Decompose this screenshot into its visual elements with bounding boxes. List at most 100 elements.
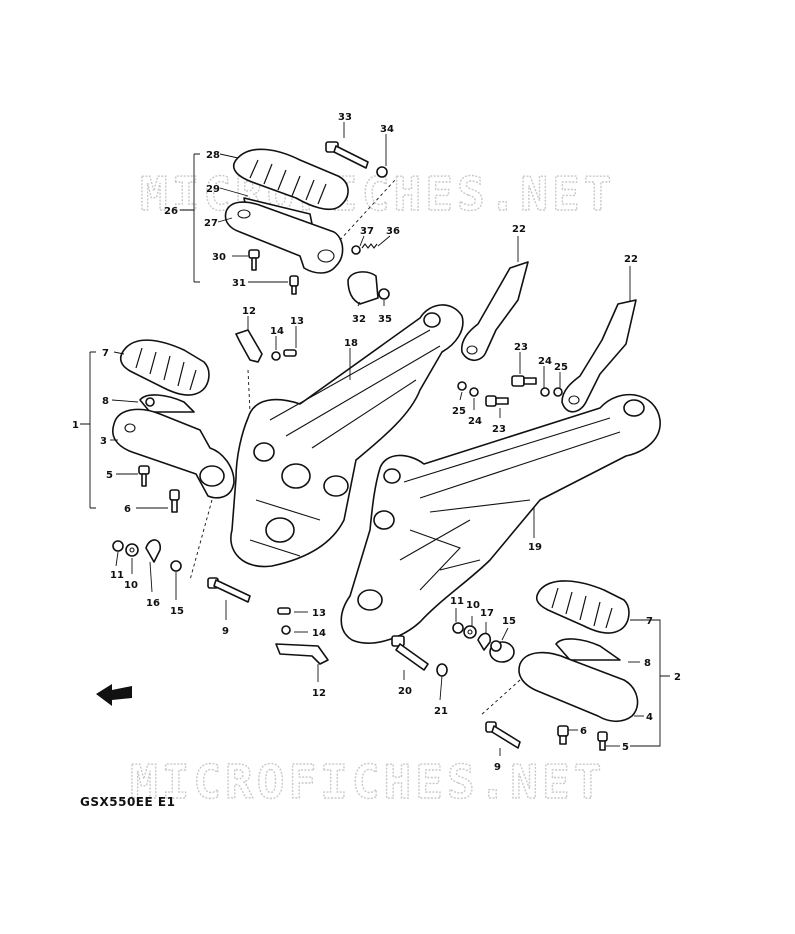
hanger-22-right	[561, 299, 637, 413]
footrest-rubber-28	[232, 148, 349, 211]
bolt-30	[248, 249, 260, 271]
bolt-5	[138, 465, 150, 487]
label-6-right: 6	[580, 726, 587, 737]
label-3: 3	[100, 436, 107, 447]
label-13-top: 13	[290, 316, 304, 327]
ball-15-right	[490, 640, 502, 652]
model-code: GSX550EE E1	[80, 795, 175, 809]
assembly-line-top	[339, 179, 396, 241]
label-35: 35	[378, 314, 392, 325]
washer-24-a	[540, 387, 550, 397]
label-18: 18	[344, 338, 358, 349]
washer-11-left	[112, 540, 124, 552]
footrest-bracket-19	[340, 393, 661, 644]
label-9-right: 9	[494, 762, 501, 773]
bolt-6	[169, 489, 180, 513]
label-26: 26	[164, 206, 178, 217]
washer-25-b	[457, 381, 467, 391]
cap-21	[436, 663, 448, 677]
label-34: 34	[380, 124, 394, 135]
washer-10-left	[125, 543, 139, 557]
bolt-20	[391, 635, 429, 671]
label-27: 27	[204, 218, 218, 229]
washer-14-top	[271, 351, 281, 361]
bolt-23-a	[511, 375, 537, 387]
label-7-left: 7	[102, 348, 109, 359]
label-11-right: 11	[450, 596, 464, 607]
label-5-right: 5	[622, 742, 629, 753]
label-12-bottom: 12	[312, 688, 326, 699]
label-32: 32	[352, 314, 366, 325]
bolt-33	[325, 141, 369, 169]
pin-9-left	[207, 577, 251, 603]
footrest-bracket-3	[112, 408, 235, 499]
watermark-bottom: MICROFICHES.NET	[130, 755, 605, 809]
bolt-31	[289, 275, 299, 295]
assembly-line-right	[479, 679, 521, 717]
label-30: 30	[212, 252, 226, 263]
footrest-plate-8	[139, 394, 195, 413]
label-1: 1	[72, 420, 79, 431]
washer-11-right	[452, 622, 464, 634]
label-20: 20	[398, 686, 412, 697]
assembly-line-left	[189, 499, 213, 581]
bolt-13-bottom	[277, 607, 291, 615]
footrest-bracket-27	[224, 201, 344, 274]
pin-9-right	[485, 721, 521, 749]
washer-24-b	[469, 387, 479, 397]
hanger-22-left	[460, 261, 529, 362]
label-5-left: 5	[106, 470, 113, 481]
label-12-top: 12	[242, 306, 256, 317]
label-13-bottom: 13	[312, 608, 326, 619]
footrest-rubber-7-right	[535, 580, 630, 634]
ball-15-left	[170, 560, 182, 572]
front-arrow-icon	[96, 684, 132, 706]
label-9-left: 9	[222, 626, 229, 637]
label-25-a: 25	[554, 362, 568, 373]
bolt-6-right	[557, 725, 569, 745]
label-8-left: 8	[102, 396, 109, 407]
label-28: 28	[206, 150, 220, 161]
label-23-b: 23	[492, 424, 506, 435]
label-10-right: 10	[466, 600, 480, 611]
label-17: 17	[480, 608, 494, 619]
assembly-line-12	[247, 369, 251, 413]
label-29: 29	[206, 184, 220, 195]
label-8-right: 8	[644, 658, 651, 669]
label-33: 33	[338, 112, 352, 123]
label-layer: 33 34 28 29 26 27 37 36 30 31 32 35 22 2…	[72, 112, 681, 773]
watermark-top: MICROFICHES.NET	[140, 167, 615, 221]
label-24-b: 24	[468, 416, 482, 427]
nut-35	[378, 288, 390, 300]
spring-36	[361, 243, 378, 249]
bolt-23-b	[485, 395, 509, 407]
label-11-left: 11	[110, 570, 124, 581]
label-21: 21	[434, 706, 448, 717]
label-15-right: 15	[502, 616, 516, 627]
label-22-left: 22	[512, 224, 526, 235]
bolt-13-top	[283, 349, 297, 357]
label-31: 31	[232, 278, 246, 289]
footrest-plate-8-right	[555, 638, 621, 661]
washer-10-right	[463, 625, 477, 639]
label-16: 16	[146, 598, 160, 609]
spring-16	[145, 539, 161, 563]
nut-34	[376, 166, 388, 178]
label-24-a: 24	[538, 356, 552, 367]
label-6-left: 6	[124, 504, 131, 515]
bracket-12-bottom	[275, 643, 329, 665]
label-37: 37	[360, 226, 374, 237]
spring-17	[477, 632, 492, 651]
label-15-left: 15	[170, 606, 184, 617]
label-22-right: 22	[624, 254, 638, 265]
label-4: 4	[646, 712, 653, 723]
label-25-b: 25	[452, 406, 466, 417]
label-14-bottom: 14	[312, 628, 326, 639]
label-2: 2	[674, 672, 681, 683]
label-7-right: 7	[646, 616, 653, 627]
label-23-a: 23	[514, 342, 528, 353]
screw-37	[351, 245, 361, 255]
label-10-left: 10	[124, 580, 138, 591]
